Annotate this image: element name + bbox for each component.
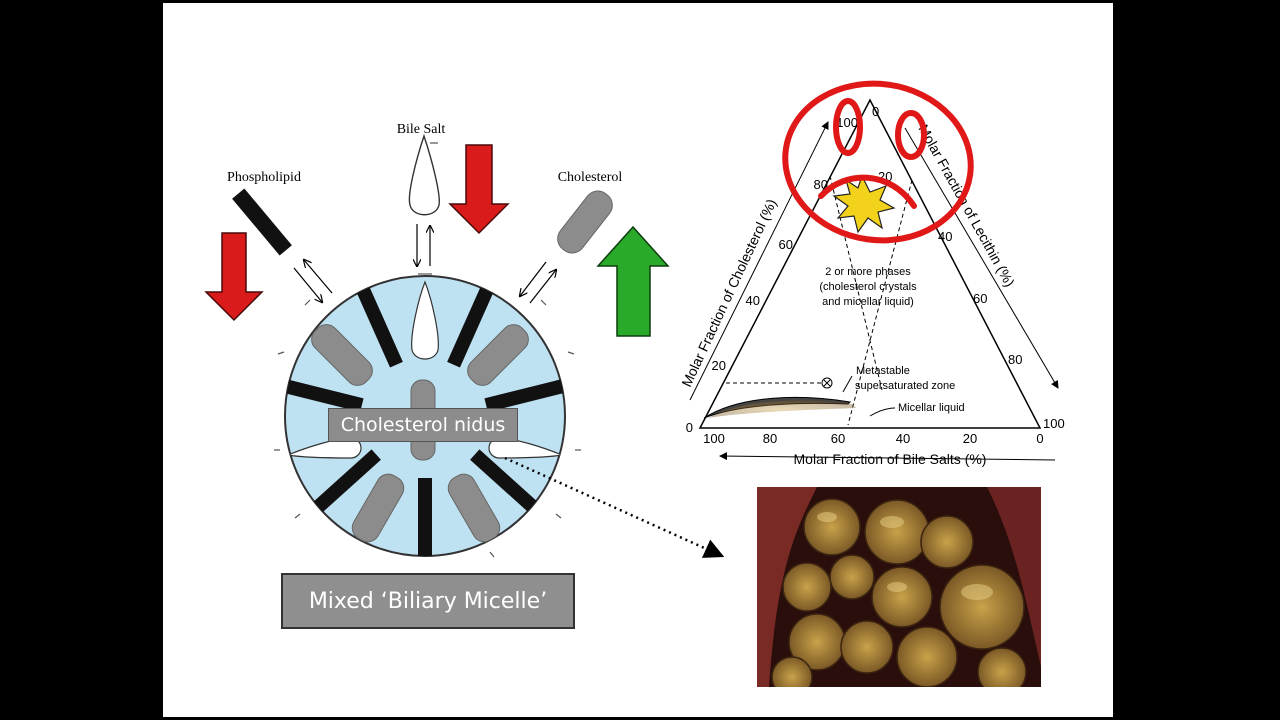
mixed-biliary-micelle-label: Mixed ‘Biliary Micelle’ (281, 573, 575, 629)
sad-face-icon (782, 80, 974, 244)
svg-text:100: 100 (703, 431, 725, 446)
phospholipid-label: Phospholipid (227, 170, 301, 185)
exchange-arrows (293, 224, 556, 303)
explosion-star-icon (832, 174, 896, 234)
bile-salt-label: Bile Salt (397, 122, 446, 137)
svg-text:80: 80 (814, 177, 828, 192)
svg-text:Metastable: Metastable (856, 365, 910, 377)
cholesterol-molecule (557, 190, 613, 254)
svg-text:80: 80 (763, 431, 777, 446)
svg-text:40: 40 (938, 229, 952, 244)
svg-text:100: 100 (836, 115, 858, 130)
svg-text:20: 20 (712, 358, 726, 373)
svg-text:40: 40 (746, 293, 760, 308)
svg-text:100: 100 (1043, 416, 1065, 431)
left-axis-label: Molar Fraction of Cholesterol (%) (678, 196, 779, 389)
cholesterol-label: Cholesterol (558, 170, 623, 185)
cholesterol-increase-arrow (596, 225, 670, 337)
ternary-phase-diagram: 0 20 40 60 80 100 0 20 40 60 80 100 100 … (678, 98, 1065, 467)
svg-text:60: 60 (779, 237, 793, 252)
phospholipid-bars (285, 286, 565, 556)
svg-text:0: 0 (686, 420, 693, 435)
svg-text:40: 40 (896, 431, 910, 446)
bile-salt-decrease-arrow (448, 144, 510, 235)
gallstones-photo (757, 487, 1041, 687)
bile-salt-drops (285, 280, 565, 459)
svg-text:0: 0 (1036, 431, 1043, 446)
svg-text:supersaturated zone: supersaturated zone (855, 380, 955, 392)
svg-text:Micellar liquid: Micellar liquid (898, 402, 965, 414)
bottom-axis-label: Molar Fraction of Bile Salts (%) (794, 451, 987, 467)
svg-text:and micellar liquid): and micellar liquid) (822, 296, 914, 308)
nidus-to-photo-arrow (504, 456, 725, 558)
svg-text:80: 80 (1008, 352, 1022, 367)
svg-text:60: 60 (973, 291, 987, 306)
cholesterol-nidus-label: Cholesterol nidus (328, 408, 518, 442)
svg-text:(cholesterol crystals: (cholesterol crystals (819, 281, 917, 293)
phospholipid-molecule (232, 188, 292, 256)
svg-text:60: 60 (831, 431, 845, 446)
phospholipid-decrease-arrow (204, 232, 264, 322)
bile-salt-molecule (408, 133, 440, 216)
svg-text:0: 0 (872, 104, 879, 119)
svg-text:2 or more phases: 2 or more phases (825, 266, 911, 278)
svg-text:20: 20 (963, 431, 977, 446)
